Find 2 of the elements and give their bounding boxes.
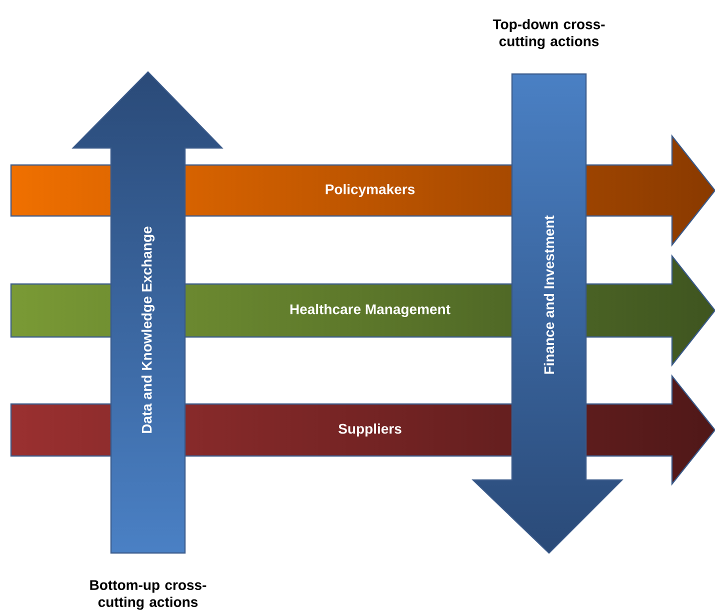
caption-text: Bottom-up cross-cutting actions <box>90 580 206 610</box>
caption-text: Top-down cross-cutting actions <box>492 18 605 50</box>
